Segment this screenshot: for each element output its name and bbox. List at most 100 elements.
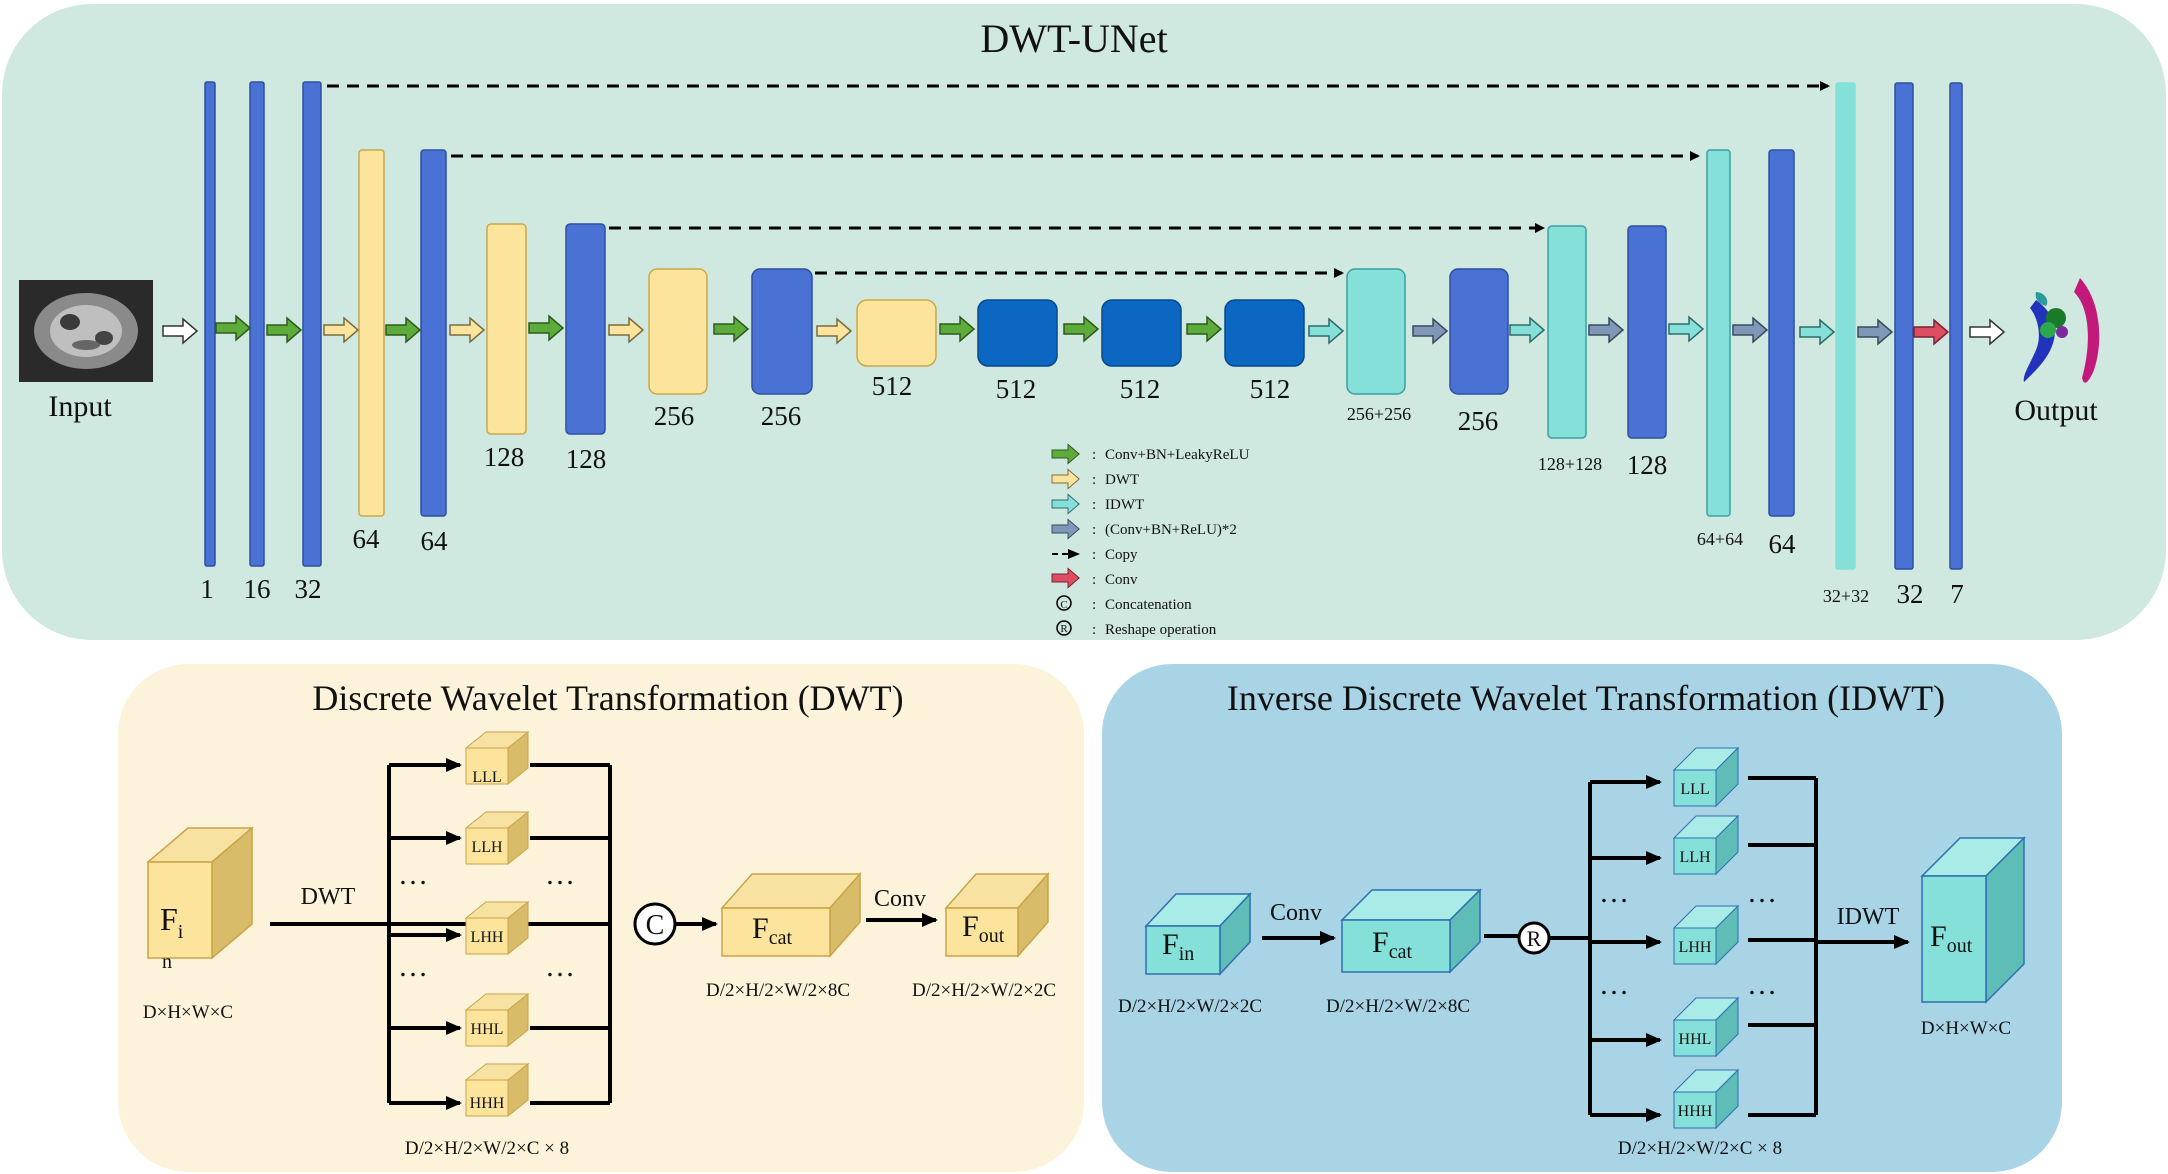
feature-block-32-dec [1894,82,1914,570]
dwt-bands-dim: D/2×H/2×W/2×C × 8 [405,1138,569,1159]
feature-block-64-dec [1768,149,1795,517]
dwt-subband-lhh-label: LHH [471,929,504,946]
idwt-in-label: Fin [1162,928,1194,965]
channel-label-32-dec: 32 [1897,579,1924,609]
dwt-ellipsis-2: … [545,858,575,891]
idwt-subband-hhh [1672,1068,1740,1130]
idwt-ellipsis-3: … [1599,968,1629,1001]
channel-label-64-64: 64+64 [1697,529,1743,549]
dwt-title: Discrete Wavelet Transformation (DWT) [312,678,903,718]
channel-label-256-dwt: 256 [654,401,695,431]
idwt-subband-lll [1672,746,1740,808]
idwt-out-cube [1920,836,2026,1004]
idwt-subband-hhl [1672,996,1740,1058]
channel-label-256: 256 [761,401,802,431]
dwt-subband-llh [464,810,530,866]
svg-text::: : [1092,547,1096,563]
svg-text::: : [1092,447,1096,463]
svg-text::: : [1092,472,1096,488]
idwt-title: Inverse Discrete Wavelet Transformation … [1227,678,1945,718]
channel-label-64-dec: 64 [1769,529,1797,559]
input-mri-image [19,280,153,382]
idwt-ellipsis-4: … [1747,968,1777,1001]
channel-label-7: 7 [1950,579,1964,609]
channel-label-128-dwt: 128 [484,442,525,472]
idwt-subband-hhh-label: HHH [1678,1103,1713,1120]
idwt-out-label: Fout [1930,920,1973,957]
input-label: Input [48,390,112,423]
dwt-out-dim: D/2×H/2×W/2×2C [912,980,1056,1001]
channel-label-32-32: 32+32 [1823,586,1869,606]
output-label: Output [2014,394,2098,427]
dwt-subband-lll [464,730,530,786]
svg-text:C: C [646,910,665,941]
dwt-subband-hhl-label: HHL [471,1021,504,1038]
feature-block-128-128 [1547,225,1587,439]
idwt-subband-hhl-label: HHL [1679,1031,1712,1048]
svg-text::: : [1092,622,1096,638]
channel-label-128: 128 [566,444,607,474]
feature-block-7 [1949,82,1963,570]
legend-label-conv-bn-relu-x2: (Conv+BN+ReLU)*2 [1105,522,1237,538]
svg-text::: : [1092,497,1096,513]
dwt-out-cube [944,872,1050,958]
feature-block-16 [249,81,265,567]
svg-text:R: R [1527,926,1542,951]
idwt-subband-lhh [1672,904,1740,966]
svg-text::: : [1092,522,1096,538]
feature-block-128 [565,223,606,435]
legend-label-conv-bn-leakyrelu: Conv+BN+LeakyReLU [1105,447,1250,463]
dwt-ellipsis-3: … [398,950,428,983]
feature-block-64 [420,149,447,517]
dwt-ellipsis-4: … [545,950,575,983]
dwt-out-label: Fout [962,910,1005,947]
dwt-conv-label: Conv [874,886,926,912]
svg-text:C: C [1060,599,1067,611]
dwt-cat-label: Fcat [752,912,792,949]
idwt-bands-dim: D/2×H/2×W/2×C × 8 [1618,1138,1782,1159]
feature-block-512-dwt [856,299,937,367]
idwt-conv-label: Conv [1270,900,1322,926]
feature-block-32-32 [1835,82,1856,570]
idwt-in-cube [1144,892,1252,976]
dwt-input-cube [145,826,255,960]
legend-label-concatenation: Concatenation [1105,597,1192,613]
channel-label-512-dwt: 512 [872,371,913,401]
idwt-op-label: IDWT [1837,904,1900,930]
legend-label-idwt: IDWT [1105,497,1144,513]
dwt-input-label: Fi [160,901,184,943]
dwt-op-label: DWT [301,884,356,910]
channel-label-32: 32 [295,574,322,604]
idwt-subband-lhh-label: LHH [1679,939,1712,956]
channel-label-512-c: 512 [1250,374,1291,404]
legend-label-conv: Conv [1105,572,1138,588]
legend-label-dwt: DWT [1105,472,1139,488]
legend-concat-icon: C [1056,595,1072,611]
idwt-subband-llh-label: LLH [1679,849,1711,866]
feature-block-1 [204,81,216,567]
legend-label-copy: Copy [1105,547,1138,563]
feature-block-512-b [1101,299,1182,367]
dwt-subband-llh-label: LLH [471,839,503,856]
feature-block-128-dec [1627,225,1667,439]
svg-text::: : [1092,597,1096,613]
unet-title: DWT-UNet [980,16,1167,61]
channel-label-16: 16 [244,574,271,604]
channel-label-1: 1 [200,574,214,604]
channel-label-64: 64 [421,526,449,556]
dwt-cat-dim: D/2×H/2×W/2×8C [706,980,850,1001]
output-segmentation-image [2023,278,2100,383]
idwt-cat-cube [1340,888,1482,974]
idwt-out-dim: D×H×W×C [1921,1018,2011,1039]
dwt-subband-hhh [464,1062,530,1118]
dwt-input-dim: D×H×W×C [143,1002,233,1023]
feature-block-64-64 [1706,149,1731,517]
legend-label-reshape: Reshape operation [1105,622,1217,638]
channel-label-256-dec: 256 [1458,406,1499,436]
legend-reshape-icon: R [1056,620,1072,636]
feature-block-256-dec [1449,268,1509,395]
channel-label-512-a: 512 [996,374,1037,404]
idwt-cat-dim: D/2×H/2×W/2×8C [1326,996,1470,1017]
channel-label-64-dwt: 64 [353,524,381,554]
channel-label-512-b: 512 [1120,374,1161,404]
